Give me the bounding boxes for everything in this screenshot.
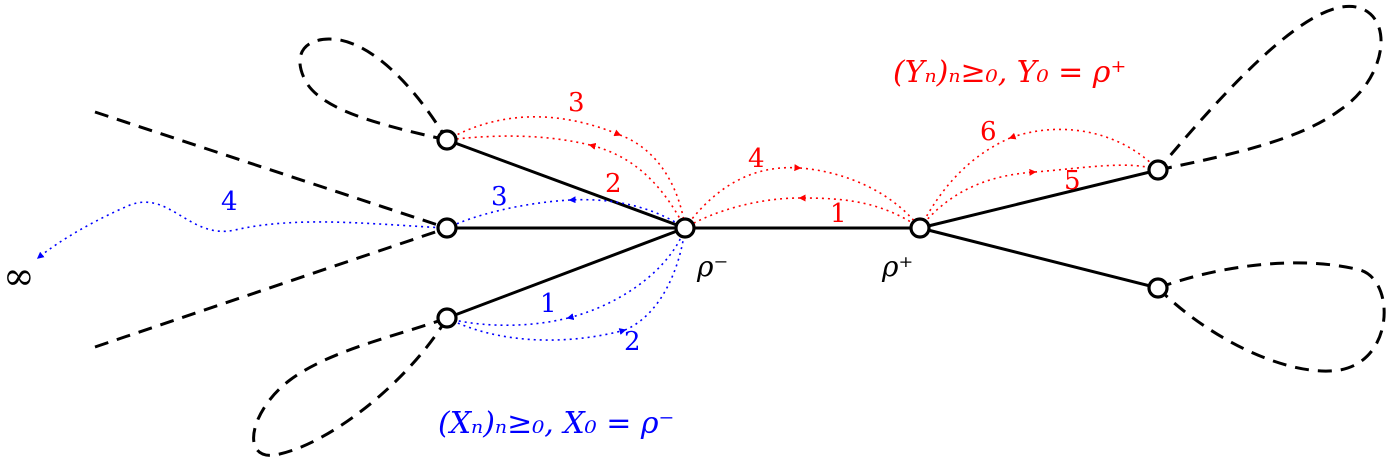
red-step-3-tail [619, 134, 686, 229]
blue-step-3-path [568, 196, 686, 229]
infinity-label: ∞ [3, 254, 35, 298]
x-walk-caption: (Xₙ)ₙ≥₀, X₀ = ρ⁻ [438, 406, 674, 441]
red-step-5-path [919, 168, 1037, 229]
y-walk-caption: (Yₙ)ₙ≥₀, Y₀ = ρ⁺ [893, 55, 1126, 90]
rho-plus-label: ρ⁺ [881, 250, 913, 283]
red-walk [446, 116, 1159, 229]
red-step-2-tail [446, 135, 591, 146]
rho-minus-label: ρ⁻ [696, 250, 728, 283]
red-step-labels: 1 2 3 4 5 6 [568, 88, 1081, 229]
upper-right-loop [1156, 5, 1383, 172]
edge-lower-left [446, 226, 686, 320]
red-step-1-tail [684, 197, 801, 229]
lower-right-loop [1156, 261, 1386, 373]
red-step-label-6: 6 [980, 117, 997, 147]
blue-step-labels: 1 2 3 4 [221, 182, 641, 357]
lower-left-loop [252, 316, 449, 457]
upper-left-loop [298, 37, 449, 142]
vertex-upper-right [1147, 159, 1169, 181]
blue-walk [36, 196, 686, 341]
blue-step-2-path [446, 317, 627, 341]
solid-edges [446, 138, 1159, 320]
blue-step-label-2: 2 [624, 327, 641, 357]
blue-step-label-1: 1 [540, 289, 557, 319]
vertex-rho-plus [909, 217, 931, 239]
vertex-lower-right [1147, 277, 1169, 299]
edge-upper-right [919, 168, 1159, 230]
vertices [436, 129, 1169, 329]
edge-upper-left [446, 138, 686, 230]
red-step-5-tail [1034, 164, 1159, 173]
red-step-label-2: 2 [605, 169, 622, 199]
dashed-branches [94, 5, 1386, 457]
red-step-label-4: 4 [748, 144, 765, 174]
red-step-1-path [798, 194, 921, 229]
edge-lower-right [919, 226, 1159, 290]
blue-step-label-4: 4 [221, 187, 238, 217]
vertex-rho-minus [674, 217, 696, 239]
blue-step-label-3: 3 [491, 182, 508, 212]
blue-step-2-tail [624, 227, 686, 331]
blue-step-1-path [566, 227, 686, 321]
red-step-label-5: 5 [1064, 166, 1081, 196]
far-left-lower-line [94, 226, 448, 349]
red-step-3-path [446, 116, 622, 141]
vertex-lower-left [436, 307, 458, 329]
far-left-upper-line [94, 110, 448, 230]
blue-step-4-path [36, 201, 448, 259]
red-step-4-path [684, 164, 802, 229]
red-step-6-tail [919, 137, 1011, 229]
red-step-6-path [1008, 128, 1159, 171]
red-step-4-tail [799, 167, 921, 229]
vertex-upper-left [436, 129, 458, 151]
red-step-label-3: 3 [568, 88, 585, 118]
vertex-middle-left [436, 217, 458, 239]
blue-step-3-tail [446, 199, 571, 229]
red-step-label-1: 1 [830, 199, 847, 229]
blue-step-1-tail [446, 317, 569, 327]
